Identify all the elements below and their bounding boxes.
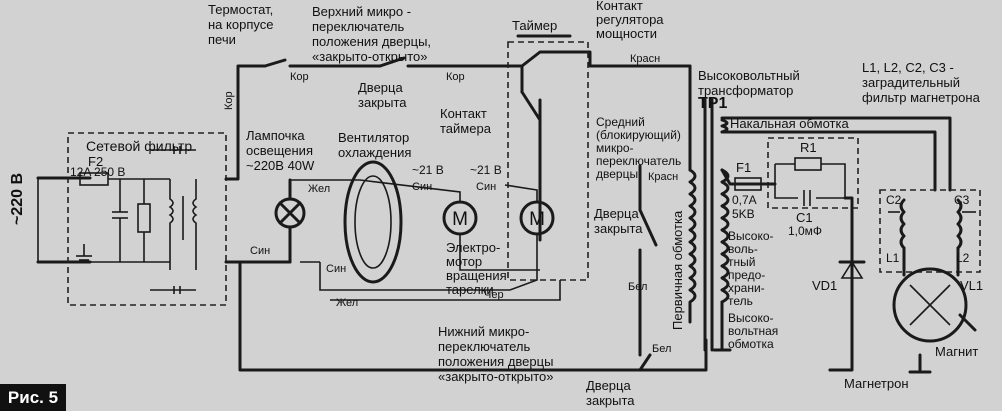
magnetron-label: Магнетрон — [844, 376, 909, 391]
tray-motor-m2: M — [519, 200, 555, 236]
filter-resistor — [137, 203, 151, 233]
svg-text:M: M — [452, 209, 468, 230]
wire-tag-zhel-2: Жел — [336, 297, 358, 309]
r1-label: R1 — [800, 140, 817, 155]
thermostat-contact — [263, 58, 287, 68]
l2-label: L2 — [956, 251, 970, 265]
mains-filter-box — [67, 132, 227, 306]
choke-right — [192, 179, 198, 270]
wire-tag-cher: Чер — [484, 289, 504, 301]
c1-value: 1,0мФ — [788, 224, 822, 238]
choke-left — [168, 179, 174, 270]
magnet-label: Магнит — [935, 344, 978, 359]
svg-text:M: M — [529, 209, 545, 230]
wire-tag-bel-1: Бел — [628, 281, 647, 293]
voltage-21-b: ~21 В — [470, 163, 502, 177]
wire-tag-sin-4: Син — [476, 181, 496, 193]
wire-tag-bel-2: Бел — [652, 343, 671, 355]
voltage-21-a: ~21 В — [412, 163, 444, 177]
wire-tag-kor-3: Кор — [446, 71, 465, 83]
magnetron — [888, 198, 977, 374]
r1-c1 — [760, 157, 854, 372]
timer-contacts — [516, 34, 572, 242]
c1-label: C1 — [796, 210, 813, 225]
mains-filter-label: Сетевой фильтр — [86, 138, 192, 154]
timer-box — [507, 41, 589, 281]
wire-tag-sin-2: Син — [326, 263, 346, 275]
supply-wiring — [224, 50, 708, 372]
wire-tag-zhel-1: Жел — [308, 183, 330, 195]
lower-switch-contact — [638, 353, 652, 372]
mains-filter-internals — [76, 146, 198, 294]
primary-winding — [688, 168, 697, 324]
vl1-label: VL1 — [960, 278, 983, 293]
primary-winding-label: Первичная обмотка — [670, 210, 685, 330]
secondary-windings — [712, 116, 952, 352]
fuse-f2-label: F2 — [88, 154, 103, 169]
magnetron-tube — [892, 267, 968, 343]
wire-tag-kor-2: Кор — [290, 71, 309, 83]
middle-switch — [638, 164, 658, 357]
vd1-label: VD1 — [812, 278, 837, 293]
upper-switch-contact — [378, 56, 406, 68]
wire-tag-kor-1: Кор — [223, 91, 235, 110]
magnetron-filter-box — [879, 189, 981, 273]
f1-label: F1 — [736, 160, 751, 175]
tray-motor-m1: M — [442, 200, 478, 236]
tp1-label: ТР1 — [698, 95, 727, 112]
c3-label: C3 — [954, 193, 970, 207]
figure-label: Рис. 5 — [0, 384, 66, 411]
wire-tag-krasn-2: Красн — [648, 171, 678, 183]
timer-label: Таймер — [512, 18, 557, 33]
mains-voltage-label: ~220 В — [9, 173, 26, 225]
wire-tag-sin-3: Син — [412, 181, 432, 193]
wire-tag-sin-1: Син — [250, 245, 270, 257]
fan-motor — [343, 160, 403, 284]
r1-c1-box — [767, 137, 859, 209]
l1-label: L1 — [886, 251, 900, 265]
lamp — [274, 178, 306, 264]
diode-vd1 — [838, 238, 866, 302]
fuse-f2-rating: 12A 250 В — [70, 165, 125, 179]
mains-input — [36, 176, 92, 264]
wire-tag-krasn-1: Красн — [630, 53, 660, 65]
motor-wiring — [290, 179, 561, 301]
filament-winding-label: Накальная обмотка — [730, 116, 849, 131]
c2-label: C2 — [886, 193, 902, 207]
